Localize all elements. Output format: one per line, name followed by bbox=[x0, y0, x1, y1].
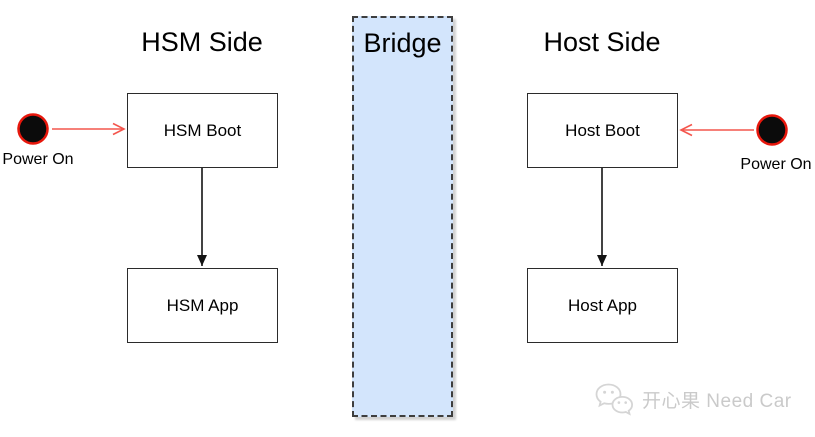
node-host-boot: Host Boot bbox=[527, 93, 678, 168]
power-on-label-left: Power On bbox=[2, 151, 74, 168]
section-title-host-side: Host Side bbox=[543, 27, 661, 57]
wechat-icon bbox=[595, 383, 634, 416]
power-on-initial-node-right bbox=[756, 114, 788, 146]
bridge-lane: Bridge bbox=[352, 16, 453, 417]
power-on-label-right: Power On bbox=[740, 156, 812, 173]
node-hsm-boot: HSM Boot bbox=[127, 93, 278, 168]
bridge-lane-title: Bridge bbox=[363, 28, 442, 58]
node-hsm-app: HSM App bbox=[127, 268, 278, 343]
power-on-initial-node-left bbox=[17, 113, 49, 145]
watermark-text: 开心果 Need Car bbox=[642, 391, 792, 412]
watermark: 开心果 Need Car bbox=[594, 381, 792, 418]
section-title-hsm-side: HSM Side bbox=[141, 27, 263, 57]
node-host-app: Host App bbox=[527, 268, 678, 343]
